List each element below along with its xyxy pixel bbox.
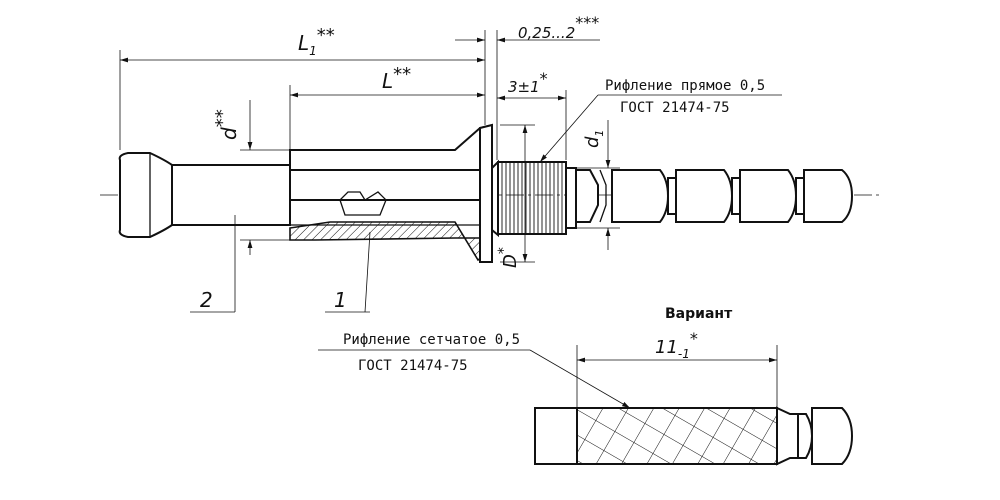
straight-knurl — [497, 161, 567, 235]
sleeve-body — [289, 123, 493, 171]
svg-text:D*: D* — [496, 247, 521, 268]
mesh-knurl-standard: ГОСТ 21474-75 — [358, 358, 468, 374]
straight-knurl-standard: ГОСТ 21474-75 — [620, 100, 730, 116]
straight-knurl-label: Рифление прямое 0,5 — [605, 78, 765, 94]
dim-d: d — [217, 127, 241, 140]
main-view — [100, 123, 880, 263]
dimension-texts: L1** L** 0,25...2*** 3±1* d** d1 D* — [212, 13, 606, 268]
dim-d1: d — [582, 136, 603, 148]
dimension-lines — [119, 30, 620, 263]
svg-text:d1: d1 — [582, 130, 606, 148]
dim-variant-length: 11 — [655, 337, 678, 358]
svg-text:0,25...2***: 0,25...2*** — [518, 13, 599, 42]
svg-text:3±1*: 3±1* — [508, 69, 548, 96]
straight-knurl-note: Рифление прямое 0,5 ГОСТ 21474-75 — [539, 78, 782, 163]
sleeve-section — [289, 221, 493, 262]
svg-text:d**: d** — [212, 109, 241, 140]
svg-text:L1**: L1** — [298, 25, 335, 58]
variant-view: Вариант Рифление сетчатое 0,5 ГОСТ 21474… — [318, 306, 854, 466]
dim-L1: L — [298, 31, 309, 55]
dim-L: L — [382, 69, 393, 93]
pin-head — [118, 152, 173, 238]
pin-shaft — [171, 164, 291, 226]
variant-title: Вариант — [665, 306, 733, 322]
dim-gap: 0,25...2 — [518, 24, 575, 42]
mesh-knurl — [576, 407, 778, 465]
svg-text:11-1*: 11-1* — [655, 329, 698, 361]
mesh-knurl-label: Рифление сетчатое 0,5 — [343, 332, 520, 348]
dim-D: D — [500, 254, 521, 268]
callout-part-2: 2 — [200, 288, 213, 312]
part-callouts: 2 1 — [190, 215, 371, 313]
svg-text:L**: L** — [382, 64, 411, 93]
callout-part-1: 1 — [334, 288, 347, 312]
tail-segments — [611, 169, 854, 223]
dim-knurl-length: 3±1 — [508, 78, 540, 96]
